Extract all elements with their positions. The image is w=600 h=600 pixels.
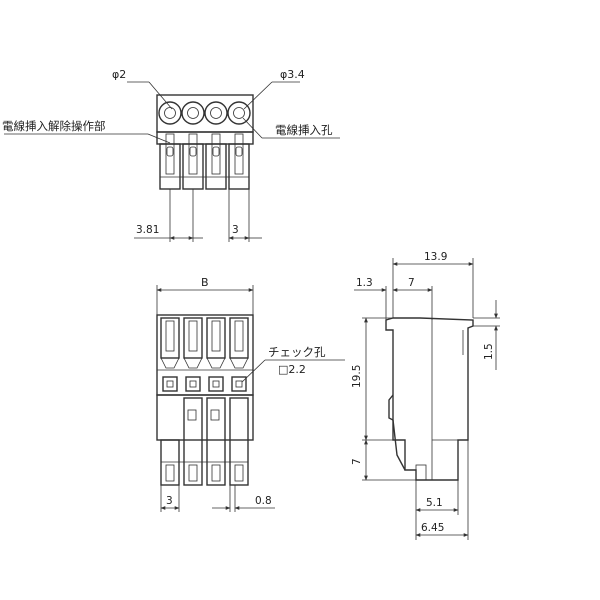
dim-gap-front: 0.8: [255, 495, 272, 507]
dim-side-bottom-a: 5.1: [426, 497, 443, 509]
phi34-label: φ3.4: [280, 68, 305, 81]
front-view-housing: [156, 314, 254, 396]
dim-pin-top: 3: [232, 224, 239, 236]
dim-pin-front: 3: [166, 495, 173, 507]
top-view-pins: [156, 131, 254, 190]
dim-side-offset: 1.3: [356, 277, 373, 289]
release-part-label: 電線挿入解除操作部: [2, 119, 106, 133]
dim-side-bottom-b: 6.45: [421, 522, 444, 534]
wire-hole-circles: [158, 101, 251, 125]
top-view: φ2 φ3.4 電線挿入解除操作部 電線挿入孔 3.81 3: [2, 68, 340, 242]
side-view-outline: [385, 317, 474, 481]
dim-side-body: 7: [408, 277, 415, 289]
check-size-label: □2.2: [278, 363, 306, 376]
dim-side-lower: 7: [351, 458, 363, 465]
side-view: 13.9 1.3 7 1.5 19.5 7 5.1: [351, 251, 500, 540]
front-view: B: [156, 276, 345, 512]
front-pins: [160, 397, 249, 486]
dim-side-height: 19.5: [351, 365, 363, 388]
dim-pitch-top: 3.81: [136, 224, 159, 236]
front-latches: [157, 317, 253, 371]
width-b-label: B: [201, 276, 209, 289]
dim-side-top: 1.5: [483, 343, 495, 360]
check-hole-label: チェック孔: [268, 345, 326, 359]
wire-hole-label: 電線挿入孔: [275, 123, 333, 137]
check-holes: [162, 376, 247, 392]
dim-overall-width: 13.9: [424, 251, 447, 263]
phi2-label: φ2: [112, 68, 126, 81]
